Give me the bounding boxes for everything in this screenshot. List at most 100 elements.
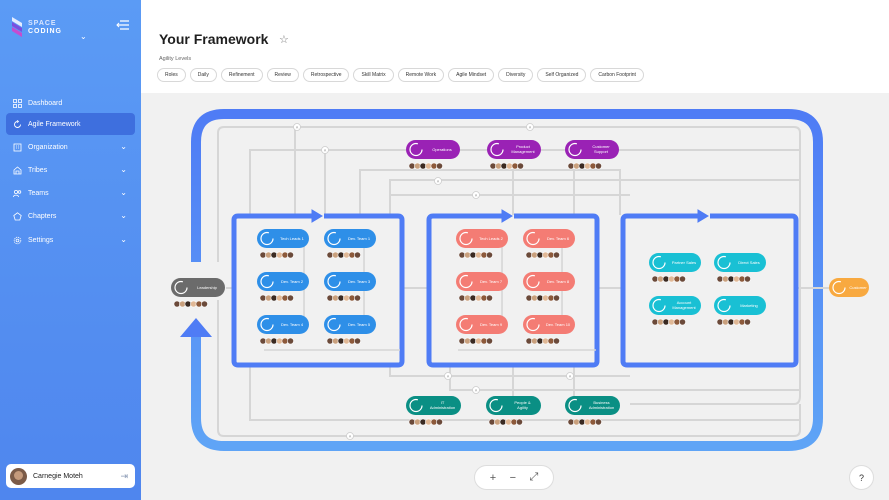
node-label: Operations xyxy=(432,147,452,152)
outer-loop xyxy=(191,109,823,451)
sidebar-item-organization[interactable]: Organization ⌄ xyxy=(6,136,135,158)
brand-logo[interactable]: SPACE CODING ⌄ xyxy=(10,14,90,41)
pill-roles[interactable]: Roles xyxy=(157,68,186,82)
connector-markers xyxy=(293,123,574,440)
chevron-down-icon: ⌄ xyxy=(120,235,127,244)
node-team[interactable]: Dev. Team 3 xyxy=(324,272,376,302)
refresh-icon xyxy=(14,119,21,128)
gear-icon xyxy=(13,236,22,244)
node-customer[interactable]: Customer xyxy=(829,278,869,297)
pill-review[interactable]: Review xyxy=(266,68,299,82)
member-avatars xyxy=(259,294,294,302)
sidebar-item-settings[interactable]: Settings ⌄ xyxy=(6,229,135,251)
pill-refinement[interactable]: Refinement xyxy=(220,68,263,82)
collapse-menu-icon[interactable] xyxy=(116,20,130,30)
pill-diversity[interactable]: Diversity xyxy=(498,68,534,82)
node-team[interactable]: Dev. Team 6 xyxy=(523,229,575,259)
logout-icon[interactable]: ⇥ xyxy=(120,471,128,481)
node-team[interactable]: Direct Sales xyxy=(714,253,766,283)
member-avatars xyxy=(259,337,294,345)
connector-label: A xyxy=(447,374,450,378)
sidebar-item-dashboard[interactable]: Dashboard xyxy=(6,92,135,114)
pill-agile-mindset[interactable]: Agile Mindset xyxy=(448,68,495,82)
pill-retrospective[interactable]: Retrospective xyxy=(302,68,350,82)
brand-line2: CODING xyxy=(28,28,62,35)
user-card[interactable]: Carnegie Moteh ⇥ xyxy=(6,464,135,488)
member-avatars xyxy=(525,294,560,302)
chevron-down-icon: ⌄ xyxy=(120,211,127,220)
pill-skill-matrix[interactable]: Skill Matrix xyxy=(353,68,394,82)
sidebar-item-chapters[interactable]: Chapters ⌄ xyxy=(6,205,135,227)
member-avatars xyxy=(651,318,686,326)
building-icon xyxy=(13,143,22,151)
member-avatars xyxy=(173,300,208,308)
member-avatars xyxy=(525,251,560,259)
zoom-out-button[interactable]: − xyxy=(509,471,517,484)
node-label: Customer xyxy=(849,285,867,290)
chevron-down-icon: ⌄ xyxy=(120,142,127,151)
member-avatars xyxy=(458,251,493,259)
node-team[interactable]: Dev. Team 10 xyxy=(523,315,575,345)
connector-label: A xyxy=(475,193,478,197)
member-avatars xyxy=(408,162,443,170)
star-icon[interactable]: ☆ xyxy=(279,34,289,46)
sidebar-item-label: Teams xyxy=(28,189,49,197)
page-title: Your Framework xyxy=(159,31,269,47)
node-support-service[interactable]: People &Agility xyxy=(486,396,541,426)
member-avatars xyxy=(651,275,686,283)
member-avatars xyxy=(326,294,361,302)
node-team[interactable]: Dev. Team 8 xyxy=(523,272,575,302)
member-avatars xyxy=(458,337,493,345)
agility-levels-label: Agility Levels xyxy=(159,56,192,62)
sidebar-item-label: Agile Framework xyxy=(28,120,81,128)
node-team[interactable]: Dev. Team 5 xyxy=(324,315,376,345)
node-team[interactable]: Dev. Team 2 xyxy=(257,272,309,302)
connector-label: A xyxy=(296,125,299,129)
zoom-controls: + − ⤢ xyxy=(474,465,554,490)
node-team[interactable]: Marketing xyxy=(714,296,766,326)
pill-carbon-footprint[interactable]: Carbon Footprint xyxy=(590,68,644,82)
sidebar-item-label: Chapters xyxy=(28,212,57,220)
connector-label: A xyxy=(324,148,327,152)
fit-view-button[interactable]: ⤢ xyxy=(529,471,539,483)
sidebar-item-label: Dashboard xyxy=(28,99,63,107)
agility-level-pills: Roles Daily Refinement Review Retrospect… xyxy=(157,68,644,82)
sidebar-item-agile-framework[interactable]: Agile Framework xyxy=(6,113,135,135)
node-team[interactable]: Tech Leads 1 xyxy=(257,229,309,259)
node-label: Direct Sales xyxy=(738,260,760,265)
node-label: People &Agility xyxy=(514,400,531,410)
node-team[interactable]: Dev. Team 9 xyxy=(456,315,508,345)
member-avatars xyxy=(567,418,602,426)
pill-remote-work[interactable]: Remote Work xyxy=(397,68,445,82)
chevron-down-icon[interactable]: ⌄ xyxy=(80,32,87,41)
chevron-down-icon: ⌄ xyxy=(120,188,127,197)
node-leadership[interactable]: Leadership xyxy=(171,278,225,308)
brand-line1: SPACE xyxy=(28,20,57,27)
avatar xyxy=(10,467,27,485)
tribe-frames xyxy=(231,213,799,368)
node-team[interactable]: Tech Leads 2 xyxy=(456,229,508,259)
node-team[interactable]: Dev. Team 1 xyxy=(324,229,376,259)
node-team[interactable]: Partner Sales xyxy=(649,253,701,283)
connector-label: A xyxy=(475,388,478,392)
grid-icon xyxy=(13,98,22,108)
pill-self-organized[interactable]: Self Organized xyxy=(537,68,587,82)
sidebar-item-tribes[interactable]: Tribes ⌄ xyxy=(6,159,135,181)
node-top-service[interactable]: Operations xyxy=(406,140,460,170)
node-label: Partner Sales xyxy=(672,260,696,265)
sidebar-item-teams[interactable]: Teams ⌄ xyxy=(6,182,135,204)
zoom-in-button[interactable]: + xyxy=(489,471,497,484)
pill-daily[interactable]: Daily xyxy=(189,68,217,82)
node-team[interactable]: Dev. Team 7 xyxy=(456,272,508,302)
help-button[interactable]: ? xyxy=(849,465,874,490)
node-team[interactable]: Dev. Team 4 xyxy=(257,315,309,345)
